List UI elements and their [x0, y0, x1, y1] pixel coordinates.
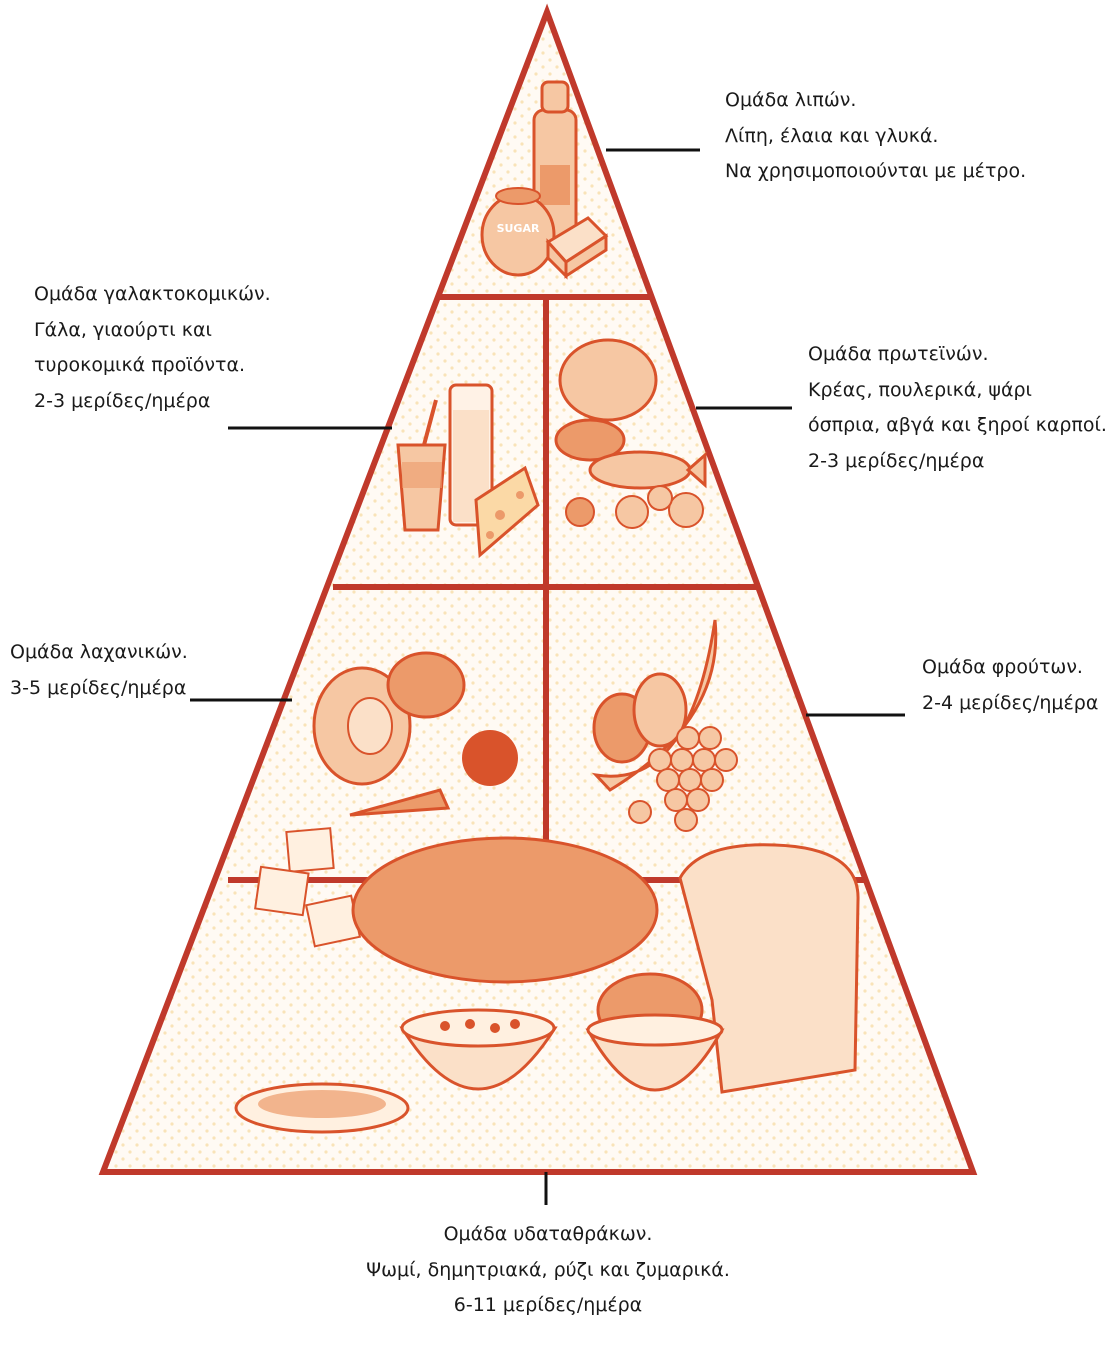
dairy-servings: 2-3 μερίδες/ημέρα [34, 389, 271, 415]
protein-label: Ομάδα πρωτεϊνών. Κρέας, πουλερικά, ψάρι … [808, 342, 1107, 485]
carbs-label: Ομάδα υδαταθράκων. Ψωμί, δημητριακά, ρύζ… [248, 1222, 848, 1329]
protein-description-2: όσπρια, αβγά και ξηροί καρποί. [808, 413, 1107, 439]
bread-loaf-icon [353, 838, 657, 982]
dairy-description-1: Γάλα, γιαούρτι και [34, 318, 271, 344]
lettuce-icon [388, 653, 464, 717]
fruits-title: Ομάδα φρούτων. [922, 655, 1098, 681]
fats-title: Ομάδα λιπών. [725, 88, 1026, 114]
carbs-servings: 6-11 μερίδες/ημέρα [248, 1293, 848, 1319]
fats-label: Ομάδα λιπών. Λίπη, έλαια και γλυκά. Να χ… [725, 88, 1026, 195]
broccoli-icon [462, 730, 518, 786]
dairy-label: Ομάδα γαλακτοκομικών. Γάλα, γιαούρτι και… [34, 282, 271, 425]
fruits-label: Ομάδα φρούτων. 2-4 μερίδες/ημέρα [922, 655, 1098, 726]
fish-icon [590, 452, 690, 488]
protein-servings: 2-3 μερίδες/ημέρα [808, 449, 1107, 475]
dairy-title: Ομάδα γαλακτοκομικών. [34, 282, 271, 308]
vegetables-servings: 3-5 μερίδες/ημέρα [10, 676, 188, 702]
fats-advice: Να χρησιμοποιούνται με μέτρο. [725, 159, 1026, 185]
sugar-jar-label: SUGAR [497, 222, 540, 235]
vegetables-title: Ομάδα λαχανικών. [10, 640, 188, 666]
vegetables-label: Ομάδα λαχανικών. 3-5 μερίδες/ημέρα [10, 640, 188, 711]
dairy-description-2: τυροκομικά προϊόντα. [34, 353, 271, 379]
protein-title: Ομάδα πρωτεϊνών. [808, 342, 1107, 368]
chicken-icon [560, 340, 656, 420]
carbs-description: Ψωμί, δημητριακά, ρύζι και ζυμαρικά. [248, 1258, 848, 1284]
protein-description-1: Κρέας, πουλερικά, ψάρι [808, 378, 1107, 404]
fruits-servings: 2-4 μερίδες/ημέρα [922, 691, 1098, 717]
fats-description: Λίπη, έλαια και γλυκά. [725, 124, 1026, 150]
carbs-title: Ομάδα υδαταθράκων. [248, 1222, 848, 1248]
